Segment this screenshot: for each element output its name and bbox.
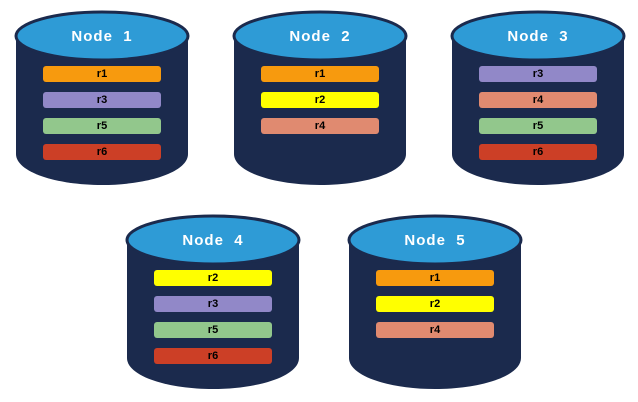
record-list: r1 r2 r4 — [376, 270, 494, 338]
record-bar[interactable]: r2 — [154, 270, 272, 286]
record-bar[interactable]: r5 — [43, 118, 161, 134]
record-bar[interactable]: r1 — [376, 270, 494, 286]
record-bar[interactable]: r1 — [43, 66, 161, 82]
record-bar[interactable]: r3 — [43, 92, 161, 108]
record-bar[interactable]: r3 — [479, 66, 597, 82]
record-list: r2 r3 r5 r6 — [154, 270, 272, 364]
record-list: r3 r4 r5 r6 — [479, 66, 597, 160]
record-bar[interactable]: r5 — [154, 322, 272, 338]
record-list: r1 r3 r5 r6 — [43, 66, 161, 160]
record-list: r1 r2 r4 — [261, 66, 379, 134]
record-bar[interactable]: r4 — [479, 92, 597, 108]
record-bar[interactable]: r4 — [376, 322, 494, 338]
record-bar[interactable]: r6 — [154, 348, 272, 364]
record-bar[interactable]: r6 — [479, 144, 597, 160]
record-bar[interactable]: r5 — [479, 118, 597, 134]
record-bar[interactable]: r1 — [261, 66, 379, 82]
record-bar[interactable]: r4 — [261, 118, 379, 134]
record-bar[interactable]: r2 — [376, 296, 494, 312]
record-bar[interactable]: r3 — [154, 296, 272, 312]
record-bar[interactable]: r6 — [43, 144, 161, 160]
record-bar[interactable]: r2 — [261, 92, 379, 108]
